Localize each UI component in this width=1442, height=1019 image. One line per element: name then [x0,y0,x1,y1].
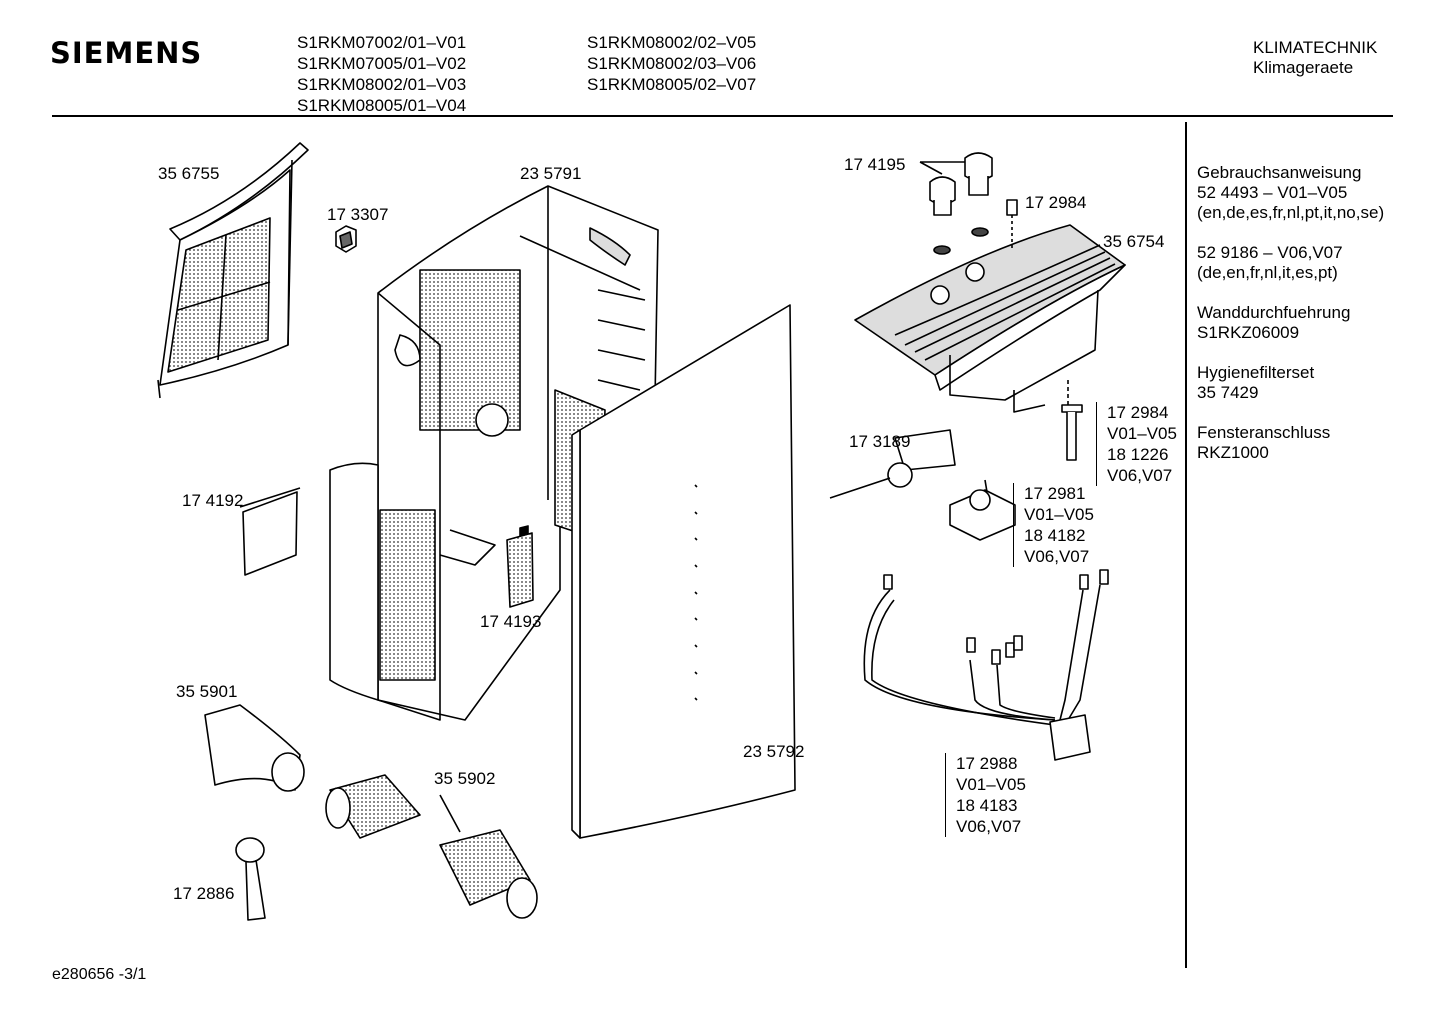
part-label: 17 2886 [173,884,235,903]
sidebar-line: RKZ1000 [1197,443,1269,462]
stack-line: 17 2981 [1024,484,1086,503]
header-divider [52,115,1393,117]
model-list-2: S1RKM08002/02–V05 S1RKM08002/03–V06 S1RK… [587,32,756,95]
knobs-drawing [919,152,993,255]
wiring-harness-drawing [863,569,1109,761]
switch-part-stack: 17 2981 V01–V05 18 4182 V06,V07 [1013,483,1094,567]
part-label: 35 6754 [1103,232,1165,251]
stack-line: V06,V07 [1107,466,1173,485]
part-label: 17 4195 [844,155,906,174]
sidebar-line: Gebrauchsanweisung [1197,163,1362,182]
exhaust-hose-drawing [325,774,538,919]
sidebar-line: Wanddurchfuehrung [1197,303,1351,322]
model-number: S1RKM08002/01–V03 [297,75,467,94]
model-list-1: S1RKM07002/01–V01 S1RKM07005/01–V02 S1RK… [297,32,466,116]
plate-drawing [506,525,534,608]
part-label: 17 3307 [327,205,389,224]
sidebar-line: 52 4493 – V01–V05 [1197,183,1348,202]
stack-line: 18 4183 [956,796,1018,815]
harness-part-stack: 17 2988 V01–V05 18 4183 V06,V07 [945,753,1026,837]
part-label: 23 5792 [743,742,805,761]
switch-drawing [949,479,1016,541]
sidebar-line: Fensteranschluss [1197,423,1331,442]
sidebar-line: S1RKZ06009 [1197,323,1300,342]
clip-drawing [335,225,357,253]
sidebar-group-window: Fensteranschluss RKZ1000 [1197,423,1330,463]
stack-line: V06,V07 [956,817,1022,836]
model-number: S1RKM08002/02–V05 [587,33,757,52]
model-number: S1RKM07002/01–V01 [297,33,467,52]
sidebar-line: 52 9186 – V06,V07 [1197,243,1343,262]
flap-drawing [239,487,301,576]
category-block: KLIMATECHNIK Klimageraete [1253,38,1377,78]
thermostat-drawing [829,429,956,499]
sidebar-line: Hygienefilterset [1197,363,1315,382]
part-label: 23 5791 [520,164,582,183]
part-label: 35 5901 [176,682,238,701]
sidebar-line: 35 7429 [1197,383,1259,402]
part-label: 17 4193 [480,612,542,631]
stack-line: V01–V05 [1107,424,1177,443]
brand-logo: SIEMENS [50,36,203,70]
sidebar-divider [1185,122,1187,968]
air-filter-frame-drawing [157,142,309,399]
sidebar-group-filter: Hygienefilterset 35 7429 [1197,363,1314,403]
sidebar-group-wall: Wanddurchfuehrung S1RKZ06009 [1197,303,1350,343]
sensor-drawing [1061,404,1083,461]
stack-line: V01–V05 [1024,505,1094,524]
model-number: S1RKM08002/03–V06 [587,54,757,73]
part-label: 17 4192 [182,491,244,510]
sidebar-group-manual: Gebrauchsanweisung 52 4493 – V01–V05 (en… [1197,163,1384,223]
sidebar-line: (de,en,fr,nl,it,es,pt) [1197,263,1338,282]
model-number: S1RKM08005/02–V07 [587,75,757,94]
document-id: e280656 -3/1 [52,966,147,983]
hose-clamp-drawing [235,837,266,921]
category-title: KLIMATECHNIK [1253,38,1378,57]
sensor-part-stack: 17 2984 V01–V05 18 1226 V06,V07 [1096,402,1177,486]
part-label: 17 2984 [1025,193,1087,212]
model-number: S1RKM07005/01–V02 [297,54,467,73]
stack-line: V06,V07 [1024,547,1090,566]
window-adapter-drawing [204,704,305,792]
front-cover-drawing [571,304,796,839]
stack-line: 18 1226 [1107,445,1169,464]
control-panel-drawing [854,224,1126,413]
part-label: 17 3189 [849,432,911,451]
screw-drawing [1006,199,1018,250]
sidebar-line: (en,de,es,fr,nl,pt,it,no,se) [1197,203,1385,222]
housing-back-drawing [329,185,659,721]
part-label: 35 6755 [158,164,220,183]
stack-line: 18 4182 [1024,526,1086,545]
stack-line: V01–V05 [956,775,1026,794]
category-subtitle: Klimageraete [1253,58,1354,77]
stack-line: 17 2984 [1107,403,1169,422]
stack-line: 17 2988 [956,754,1018,773]
model-number: S1RKM08005/01–V04 [297,96,467,115]
part-label: 35 5902 [434,769,496,788]
sidebar-group-manual-2: 52 9186 – V06,V07 (de,en,fr,nl,it,es,pt) [1197,243,1343,283]
